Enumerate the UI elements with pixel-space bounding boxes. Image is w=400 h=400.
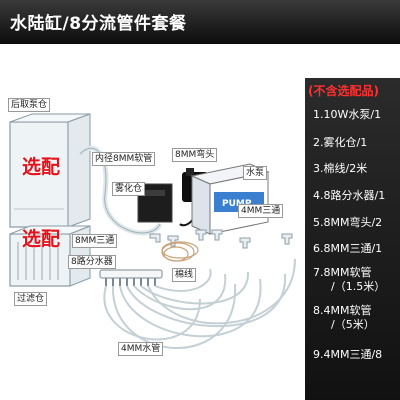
label-splitter-8: 8路分水器 [68, 255, 116, 269]
list-item-text: 3.棉线/2米 [313, 162, 368, 175]
hose-8mm-outline [79, 147, 161, 234]
list-item: 4.8路分水器/1 [313, 189, 385, 203]
list-item-text: 7.8MM软管 [313, 266, 372, 279]
splitter-8-shape [99, 269, 163, 286]
list-item-text: 2.雾化仓/1 [313, 136, 368, 149]
contents-heading: (不含选配品) [308, 84, 379, 98]
pump-box-text: PUMP [222, 199, 252, 209]
label-filter-box: 过滤仓 [14, 292, 48, 306]
list-item-text: 4.8路分水器/1 [313, 189, 386, 202]
label-rear-pump-box: 后取泵仓 [8, 98, 51, 112]
list-item-text: 1.10W水泵/1 [313, 108, 382, 121]
list-item: 2.雾化仓/1 [313, 136, 367, 150]
fittings-shapes [149, 229, 293, 249]
label-tee-4mm: 4MM三通 [238, 204, 284, 218]
rear-pump-box-shape [9, 113, 91, 228]
list-item: 8.4MM软管/（5米） [313, 304, 375, 332]
list-item: 3.棉线/2米 [313, 162, 367, 176]
label-hose-4mm: 4MM水管 [118, 342, 164, 356]
list-item-text: 8.4MM软管 [313, 304, 372, 317]
optional-label-2: 选配 [22, 228, 61, 250]
list-item-text: 6.8MM三通/1 [313, 242, 383, 255]
list-item: 7.8MM软管/（1.5米） [313, 266, 385, 294]
contents-panel: (不含选配品) 1.10W水泵/1 2.雾化仓/1 3.棉线/2米 4.8路分水… [305, 78, 400, 400]
label-cotton: 棉线 [172, 268, 197, 282]
label-hose-8mm: 内径8MM软管 [92, 152, 156, 166]
list-item: 6.8MM三通/1 [313, 242, 382, 256]
list-item-text: 5.8MM弯头/2 [313, 216, 383, 229]
label-tee-8mm: 8MM三通 [72, 234, 118, 248]
list-item: 5.8MM弯头/2 [313, 216, 382, 230]
list-item-subtext: /（5米） [331, 318, 375, 331]
label-elbow-8mm: 8MM弯头 [172, 148, 218, 162]
label-mist-box: 雾化仓 [112, 182, 146, 196]
page-title: 水陆缸/8分流管件套餐 [10, 14, 187, 34]
hose-4mm-shapes [103, 258, 296, 349]
cotton-string-shape [161, 241, 199, 262]
label-pump: 水泵 [243, 166, 268, 180]
list-item: 9.4MM三通/8 [313, 348, 382, 362]
list-item-subtext: /（1.5米） [331, 280, 386, 293]
header-bar: 水陆缸/8分流管件套餐 [0, 0, 400, 44]
list-item: 1.10W水泵/1 [313, 108, 381, 122]
optional-label-1: 选配 [22, 156, 61, 178]
list-item-text: 9.4MM三通/8 [313, 348, 383, 361]
